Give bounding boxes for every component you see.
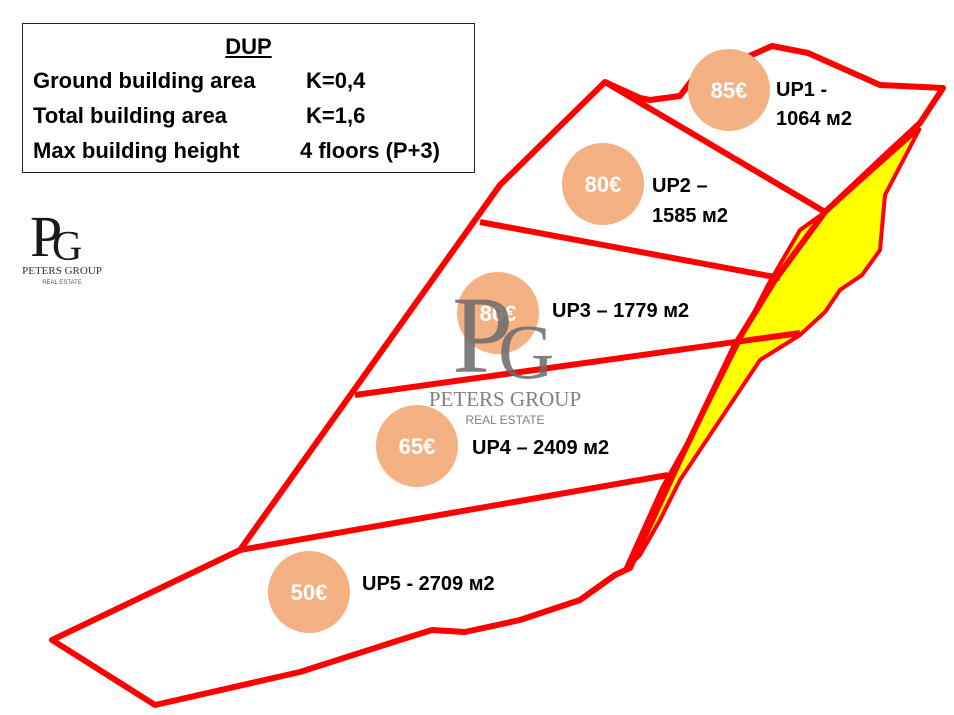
up1-plot: 85€ UP1 - 1064 м2 (688, 49, 852, 131)
up1-price: 85€ (711, 78, 748, 103)
logo-name: PETERS GROUP (22, 265, 102, 277)
watermark-g-letter: G (498, 308, 554, 395)
up1-label-line2: 1064 м2 (776, 108, 852, 130)
up1-label-line1: UP1 - (776, 79, 827, 101)
max-height-label: Max building height (33, 138, 240, 163)
ground-area-value: K=0,4 (306, 68, 366, 93)
watermark-p-letter: P (452, 274, 513, 396)
up4-price: 65€ (399, 434, 436, 459)
up4-label: UP4 – 2409 м2 (472, 437, 609, 459)
divider-up1-up2 (603, 79, 827, 215)
up4-price-badge (376, 405, 458, 487)
watermark-logo: P G PETERS GROUP REAL ESTATE (429, 274, 581, 427)
logo-subtitle: REAL ESTATE (42, 280, 82, 286)
logo-p-letter: P (30, 204, 62, 269)
up2-label-line1: UP2 – (652, 175, 708, 197)
up2-price: 80€ (585, 172, 622, 197)
up5-price-badge (268, 551, 350, 633)
up5-price: 50€ (291, 580, 328, 605)
up3-price-badge (457, 272, 539, 354)
up5-label: UP5 - 2709 м2 (362, 573, 495, 595)
up2-label-line2: 1585 м2 (652, 205, 728, 227)
up3-price: 80€ (480, 301, 517, 326)
divider-up2-up3 (479, 219, 781, 281)
divider-up4-up5 (239, 472, 669, 553)
up2-plot: 80€ UP2 – 1585 м2 (562, 143, 728, 227)
divider-up3-up4 (354, 330, 801, 398)
peters-group-logo: P G PETERS GROUP REAL ESTATE (22, 204, 102, 286)
site-boundary (49, 43, 946, 708)
ground-area-label: Ground building area (33, 68, 256, 93)
logo-g-letter: G (52, 224, 82, 270)
dup-title: DUP (225, 34, 272, 59)
up3-plot: 80€ UP3 – 1779 м2 (457, 272, 689, 354)
up4-plot: 65€ UP4 – 2409 м2 (376, 405, 609, 487)
up1-price-badge (688, 49, 770, 131)
up2-price-badge (562, 143, 644, 225)
dup-info-box: DUP Ground building area K=0,4 Total bui… (22, 23, 475, 173)
watermark-name: PETERS GROUP (429, 387, 581, 411)
max-height-value: 4 floors (P+3) (300, 138, 440, 163)
total-area-value: K=1,6 (306, 103, 366, 128)
watermark-subtitle: REAL ESTATE (465, 413, 544, 427)
up5-plot: 50€ UP5 - 2709 м2 (268, 551, 495, 633)
total-area-label: Total building area (33, 103, 227, 128)
up3-label: UP3 – 1779 м2 (552, 300, 689, 322)
